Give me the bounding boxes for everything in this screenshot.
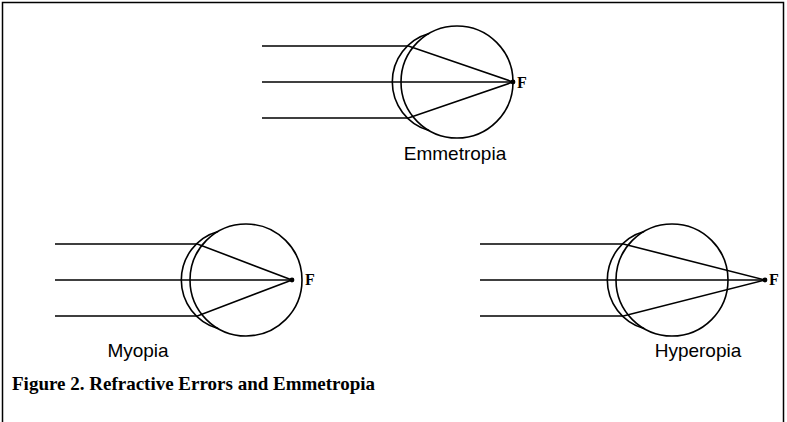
condition-label: Emmetropia	[404, 143, 506, 165]
figure-border	[3, 3, 784, 422]
focal-point-label: F	[517, 74, 527, 92]
condition-label: Myopia	[107, 340, 168, 362]
myopia-eye	[55, 224, 302, 336]
focal-point-label: F	[769, 271, 779, 289]
emmetropia-eye	[262, 26, 515, 138]
hyperopia-eye	[480, 224, 767, 336]
focal-point-label: F	[305, 271, 315, 289]
condition-label: Hyperopia	[655, 340, 742, 362]
figure-caption: Figure 2. Refractive Errors and Emmetrop…	[12, 373, 375, 395]
